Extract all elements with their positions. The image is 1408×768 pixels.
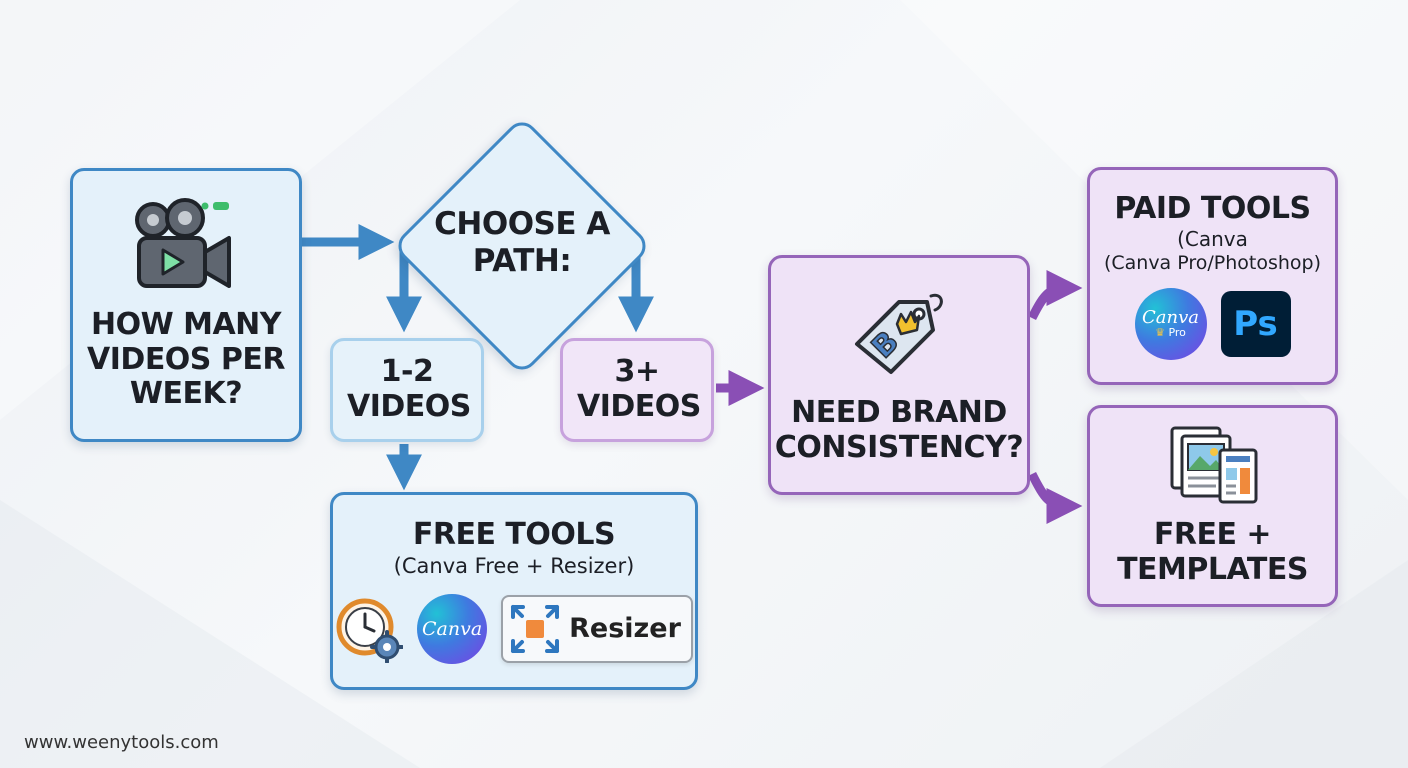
canva-pro-label: Pro (1168, 325, 1186, 339)
free-tools-title: FREE TOOLS (412, 517, 616, 553)
canva-pro-badge: ♛ Pro (1155, 325, 1186, 339)
resizer-label: Resizer (569, 613, 681, 645)
videos-question-label: HOW MANY VIDEOS PER WEEK? (87, 306, 285, 412)
paid-tools-title: PAID TOOLS (1114, 191, 1311, 227)
high-volume-label: 3+ VIDEOS (577, 354, 701, 424)
free-tools-subtitle: (Canva Free + Resizer) (393, 554, 635, 579)
photoshop-logo: Ps (1220, 290, 1291, 357)
free-templates-node: FREE + TEMPLATES (1087, 405, 1338, 607)
free-tools-node: FREE TOOLS (Canva Free + Resizer) Canva (330, 492, 698, 690)
resizer-badge: Resizer (501, 594, 693, 663)
clock-gear-icon (336, 598, 404, 663)
low-volume-node: 1-2 VIDEOS (330, 338, 484, 442)
photoshop-logo-text: Ps (1233, 303, 1278, 344)
templates-documents-icon (1170, 426, 1257, 504)
arrow-brand-to-paid (1027, 270, 1083, 321)
canva-pro-logo: Canva ♛ Pro (1134, 287, 1207, 360)
brand-question-label: NEED BRAND CONSISTENCY? (774, 395, 1024, 465)
paid-tools-subtitle-line2: (Canva Pro/Photoshop) (1103, 252, 1322, 275)
videos-question-node: HOW MANY VIDEOS PER WEEK? (70, 168, 302, 442)
canva-pro-logo-text: Canva (1142, 306, 1199, 328)
high-volume-node: 3+ VIDEOS (560, 338, 714, 442)
free-tools-icons: Canva Resizer (335, 593, 693, 664)
free-templates-label: FREE + TEMPLATES (1117, 517, 1308, 587)
paid-tools-icons: Canva ♛ Pro Ps (1134, 287, 1291, 360)
paid-tools-node: PAID TOOLS (Canva (Canva Pro/Photoshop) … (1087, 167, 1338, 385)
brand-question-node: B NEED BRAND CONSISTENCY? (768, 255, 1030, 495)
low-volume-label: 1-2 VIDEOS (347, 354, 471, 424)
canva-logo-text: Canva (422, 617, 483, 640)
paid-tools-subtitle-line1: (Canva (1177, 227, 1248, 252)
choose-path-label: CHOOSE A PATH: (434, 206, 610, 280)
canva-logo: Canva (417, 593, 488, 664)
footer-url: www.weenytools.com (24, 732, 219, 753)
crown-icon: ♛ (1155, 325, 1165, 339)
resize-arrows-icon (511, 604, 560, 653)
arrow-brand-to-templates (1027, 471, 1083, 524)
brand-tag-icon: B (855, 294, 943, 375)
video-camera-icon (135, 197, 231, 288)
